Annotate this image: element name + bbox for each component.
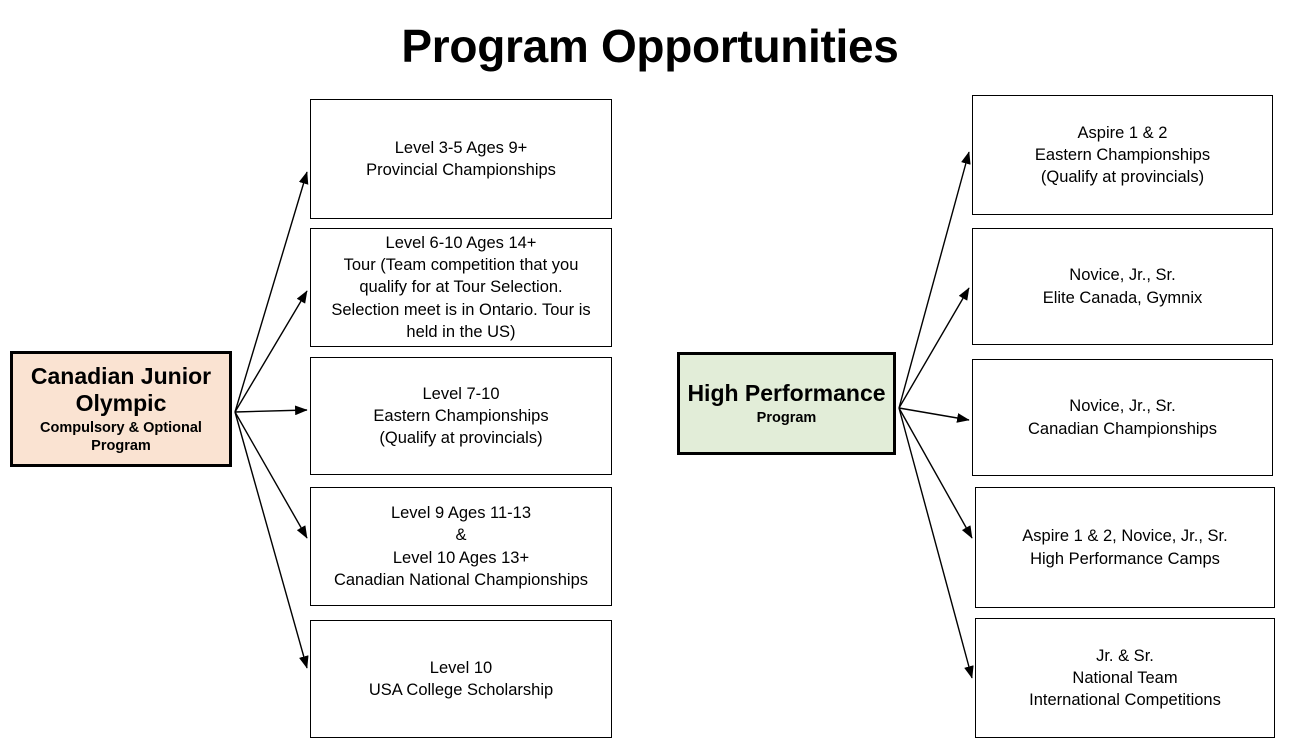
page-title: Program Opportunities [401,20,899,72]
node-hp-camps[interactable]: Aspire 1 & 2, Novice, Jr., Sr. High Perfo… [975,487,1275,608]
node-hp-camps-line-0: Aspire 1 & 2, Novice, Jr., Sr. [1022,527,1228,546]
node-hp-elite-gymnix-line-0: Novice, Jr., Sr. [1069,266,1176,285]
node-text-cjo-scholarship: Level 10 USA College Scholarship [369,657,553,702]
arrow-hp-3 [898,407,973,539]
node-cjo-nationals-line-1: & [455,526,467,545]
cjo-sub-line-0: Compulsory & Optional [40,419,202,436]
node-cjo-provincials[interactable]: Level 3-5 Ages 9+ Provincial Championship… [310,99,612,219]
arrow-hp-0 [898,151,971,409]
node-cjo-nationals-line-2: Level 10 Ages 13+ [392,548,530,567]
node-cjo-scholarship[interactable]: Level 10 USA College Scholarship [310,620,612,738]
node-text-hp-aspire-easterns: Aspire 1 & 2 Eastern Championships (Qualif… [1035,122,1210,189]
arrow-hp-1 [898,287,970,409]
arrow-cjo-2 [234,405,308,416]
node-hp-canadian-champs-line-0: Novice, Jr., Sr. [1069,397,1176,416]
left-arrow-group [234,171,309,669]
arrow-cjo-1 [234,290,308,413]
node-text-cjo-tour: Level 6-10 Ages 14+ Tour (Team competitio… [331,232,590,343]
node-hp-elite-gymnix[interactable]: Novice, Jr., Sr. Elite Canada, Gymnix [972,228,1273,345]
node-cjo-provincials-line-0: Level 3-5 Ages 9+ [394,138,528,157]
node-cjo-tour-line-1: Tour (Team competition that you [343,256,579,275]
node-hp-camps-line-1: High Performance Camps [1030,549,1220,568]
node-cjo-nationals-line-3: Canadian National Championships [333,570,589,589]
node-cjo-easterns-line-0: Level 7-10 [422,384,500,403]
source-box-high-performance[interactable]: High Performance Program [677,352,896,455]
node-cjo-scholarship-line-1: USA College Scholarship [368,681,554,699]
arrow-hp-2 [898,407,970,423]
node-text-hp-canadian-champs: Novice, Jr., Sr. Canadian Championships [1028,395,1217,440]
node-cjo-scholarship-line-0: Level 10 [429,658,493,677]
node-text-cjo-provincials: Level 3-5 Ages 9+ Provincial Championship… [366,137,556,182]
node-text-hp-camps: Aspire 1 & 2, Novice, Jr., Sr. High Perfo… [1022,525,1227,570]
node-hp-aspire-easterns-line-0: Aspire 1 & 2 [1077,123,1168,142]
node-hp-canadian-champs-line-1: Canadian Championships [1028,419,1217,438]
node-text-hp-elite-gymnix: Novice, Jr., Sr. Elite Canada, Gymnix [1043,264,1203,309]
source-title-hp: High Performance [687,380,885,408]
node-cjo-nationals-line-0: Level 9 Ages 11-13 [390,503,532,522]
node-hp-aspire-easterns[interactable]: Aspire 1 & 2 Eastern Championships (Qualif… [972,95,1273,215]
hp-sub-line-0: Program [756,409,817,426]
cjo-title-line-0: Canadian Junior [30,362,212,389]
node-cjo-tour-line-3: Selection meet is in Ontario. Tour is [331,300,591,319]
right-arrow-group [898,151,974,679]
node-hp-national-team-line-1: National Team [1072,668,1178,687]
node-cjo-tour-line-0: Level 6-10 Ages 14+ [385,233,537,252]
hp-title-line-0: High Performance [687,380,886,407]
node-hp-elite-gymnix-line-1: Elite Canada, Gymnix [1042,288,1203,307]
source-subtitle-hp: Program [757,409,817,427]
node-cjo-tour[interactable]: Level 6-10 Ages 14+ Tour (Team competitio… [310,228,612,347]
node-cjo-nationals[interactable]: Level 9 Ages 11-13 & Level 10 Ages 13+ Cana… [310,487,612,606]
node-cjo-easterns-line-1: Eastern Championships [373,406,549,425]
node-hp-national-team-line-0: Jr. & Sr. [1096,646,1154,665]
arrow-cjo-3 [234,411,308,539]
node-text-cjo-nationals: Level 9 Ages 11-13 & Level 10 Ages 13+ Cana… [334,502,588,591]
node-hp-national-team-line-2: International Competitions [1029,691,1221,710]
arrow-cjo-0 [234,171,309,413]
node-cjo-provincials-line-1: Provincial Championships [366,161,556,179]
node-hp-canadian-champs[interactable]: Novice, Jr., Sr. Canadian Championships [972,359,1273,476]
node-hp-aspire-easterns-line-2: (Qualify at provincials) [1040,168,1205,187]
node-cjo-tour-line-4: held in the US) [406,322,516,341]
node-hp-aspire-easterns-line-1: Eastern Championships [1034,145,1211,164]
cjo-title-line-1: Olympic [75,390,167,417]
arrow-cjo-4 [234,411,309,669]
arrow-hp-4 [898,407,974,679]
node-cjo-easterns-line-2: (Qualify at provincials) [379,429,543,448]
node-cjo-tour-line-2: qualify for at Tour Selection. [359,278,563,297]
cjo-sub-line-1: Program [91,438,151,455]
